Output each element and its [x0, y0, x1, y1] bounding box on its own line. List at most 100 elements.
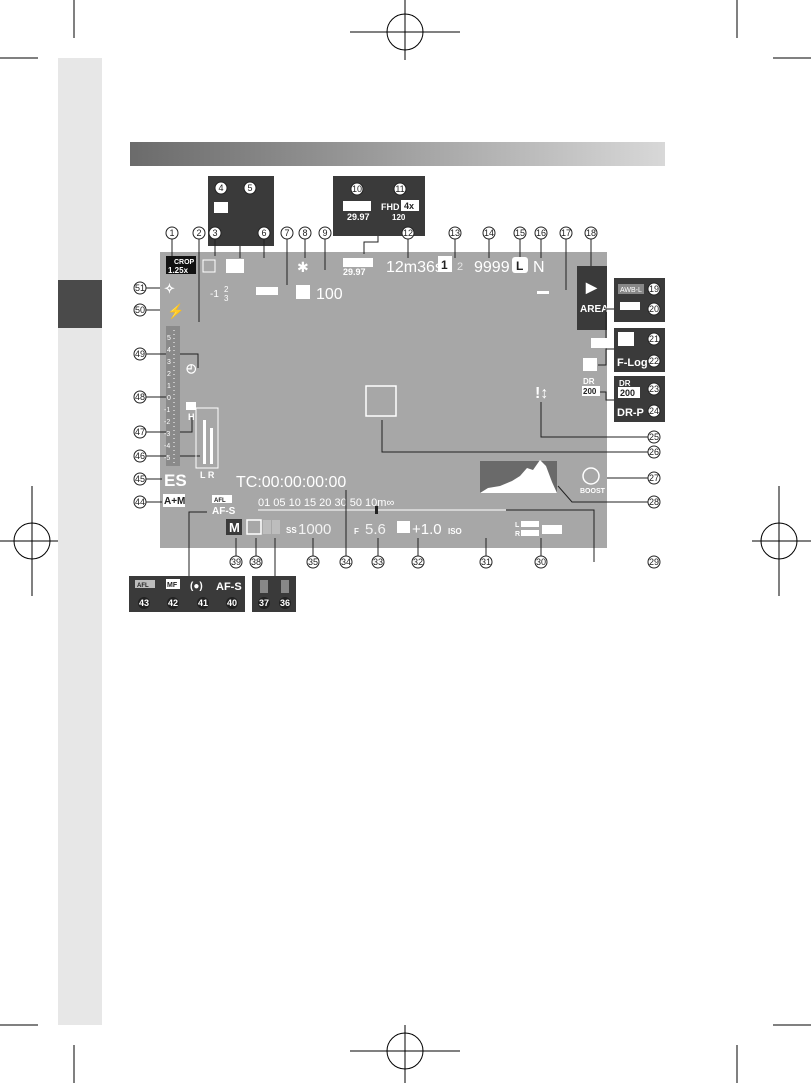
svg-text:29.97: 29.97 [347, 212, 370, 222]
svg-text:-1: -1 [164, 407, 170, 414]
af-lock-icon [272, 520, 280, 534]
svg-text:ISO: ISO [448, 527, 462, 536]
am-badge [163, 494, 185, 507]
svg-text:15: 15 [515, 228, 525, 238]
svg-text:2: 2 [196, 228, 201, 238]
svg-text:42: 42 [168, 598, 178, 608]
svg-text:-5: -5 [164, 455, 170, 462]
film-sim-icon [618, 332, 634, 346]
dr-indicator [582, 386, 600, 396]
svg-text:CROP: CROP [174, 259, 195, 266]
svg-text:AF-S: AF-S [216, 581, 242, 593]
callouts-left: 51 50 49 48 47 46 45 44 [133, 281, 200, 509]
svg-text:3: 3 [212, 228, 217, 238]
svg-text:BOOST: BOOST [580, 488, 606, 495]
battery-icon [542, 525, 562, 534]
svg-text:2: 2 [167, 371, 171, 378]
svg-text:34: 34 [341, 557, 351, 567]
svg-text:30: 30 [536, 557, 546, 567]
svg-text:1: 1 [441, 258, 448, 272]
svg-text:45: 45 [135, 474, 145, 484]
svg-text:27: 27 [649, 473, 659, 483]
stabilization-icon: ✧ [164, 281, 175, 296]
svg-text:SS: SS [286, 526, 297, 535]
svg-text:L R: L R [200, 470, 215, 480]
svg-text:32: 32 [413, 557, 423, 567]
svg-text:21: 21 [649, 334, 659, 344]
svg-text:11: 11 [395, 184, 404, 194]
awb-l-badge [618, 284, 644, 294]
4x-badge [401, 200, 419, 211]
svg-text:29: 29 [649, 557, 659, 567]
callouts-top: 1 2 3 6 7 8 9 12 13 14 15 16 17 18 [165, 226, 598, 322]
page-margin-sidebar [58, 58, 102, 1025]
svg-text:6: 6 [261, 228, 266, 238]
svg-text:R: R [515, 531, 520, 538]
svg-text:1.25x: 1.25x [168, 266, 189, 275]
focus-frame [365, 385, 397, 417]
wb-shift-indicator [591, 338, 609, 348]
svg-text:120: 120 [392, 213, 406, 222]
svg-text:A+M: A+M [164, 496, 185, 507]
callout-4: 4 [214, 181, 228, 195]
svg-text:3: 3 [224, 294, 229, 303]
svg-text:7: 7 [284, 228, 289, 238]
temperature-warning-icon: !↕ [535, 385, 548, 402]
svg-text:2: 2 [457, 261, 463, 273]
svg-text:40: 40 [227, 598, 237, 608]
svg-text:51: 51 [135, 283, 145, 293]
svg-text:17: 17 [561, 228, 571, 238]
svg-text:37: 37 [259, 598, 269, 608]
svg-text:33: 33 [373, 557, 383, 567]
continuous-icon [186, 402, 196, 410]
svg-text:4: 4 [167, 347, 171, 354]
svg-text:28: 28 [649, 497, 659, 507]
af-c-icon: (●) [190, 581, 203, 592]
svg-text:AWB-L: AWB-L [620, 287, 642, 294]
movie-fhd-badge [343, 258, 373, 267]
svg-text:36: 36 [280, 598, 290, 608]
battery-r [521, 530, 539, 536]
svg-text:2: 2 [224, 285, 229, 294]
svg-text:-4: -4 [164, 443, 170, 450]
bluetooth-transfer-icon [256, 287, 278, 295]
callouts-bottom-inset-a: 43 42 41 40 [138, 597, 238, 609]
callout-10: 10 [350, 182, 364, 196]
audio-meter [195, 407, 219, 469]
flash-icon: ⚡ [167, 303, 184, 320]
svg-text:H: H [188, 412, 195, 422]
svg-text:TC:00:00:00:00: TC:00:00:00:00 [236, 474, 346, 491]
section-heading-band [130, 142, 665, 166]
histogram-curve [480, 460, 557, 493]
svg-text:1: 1 [167, 383, 171, 390]
fhd-badge [343, 201, 371, 211]
svg-text:50: 50 [135, 305, 145, 315]
exposure-scale-ticks: 5 4 3 2 1 0 -1 -2 -3 -4 -5 [164, 335, 171, 462]
svg-text:DR: DR [619, 379, 631, 388]
image-size-badge [512, 257, 528, 273]
af-lock-inset-icon [281, 580, 289, 593]
exposure-mode-badge [226, 519, 242, 535]
svg-text:-3: -3 [164, 431, 170, 438]
callouts-bottom-inset-b: 37 36 [258, 597, 291, 609]
svg-text:1: 1 [169, 228, 174, 238]
svg-text:10: 10 [352, 184, 362, 194]
audio-meter-r [210, 428, 213, 464]
svg-text:4: 4 [218, 183, 223, 193]
svg-text:5.6: 5.6 [365, 521, 386, 538]
card-slot-icon [296, 285, 310, 299]
afl-badge [212, 495, 232, 503]
svg-text:AFL: AFL [214, 498, 226, 504]
face-detect-badge [226, 259, 244, 273]
svg-text:48: 48 [135, 392, 145, 402]
svg-text:8: 8 [302, 228, 307, 238]
svg-text:MF: MF [167, 582, 178, 589]
svg-text:L: L [516, 259, 523, 273]
svg-text:M: M [229, 520, 240, 535]
svg-text:12m36s: 12m36s [386, 259, 443, 276]
svg-text:5: 5 [247, 183, 252, 193]
zoom-icon [202, 259, 216, 273]
svg-text:13: 13 [450, 228, 460, 238]
svg-text:26: 26 [649, 447, 659, 457]
